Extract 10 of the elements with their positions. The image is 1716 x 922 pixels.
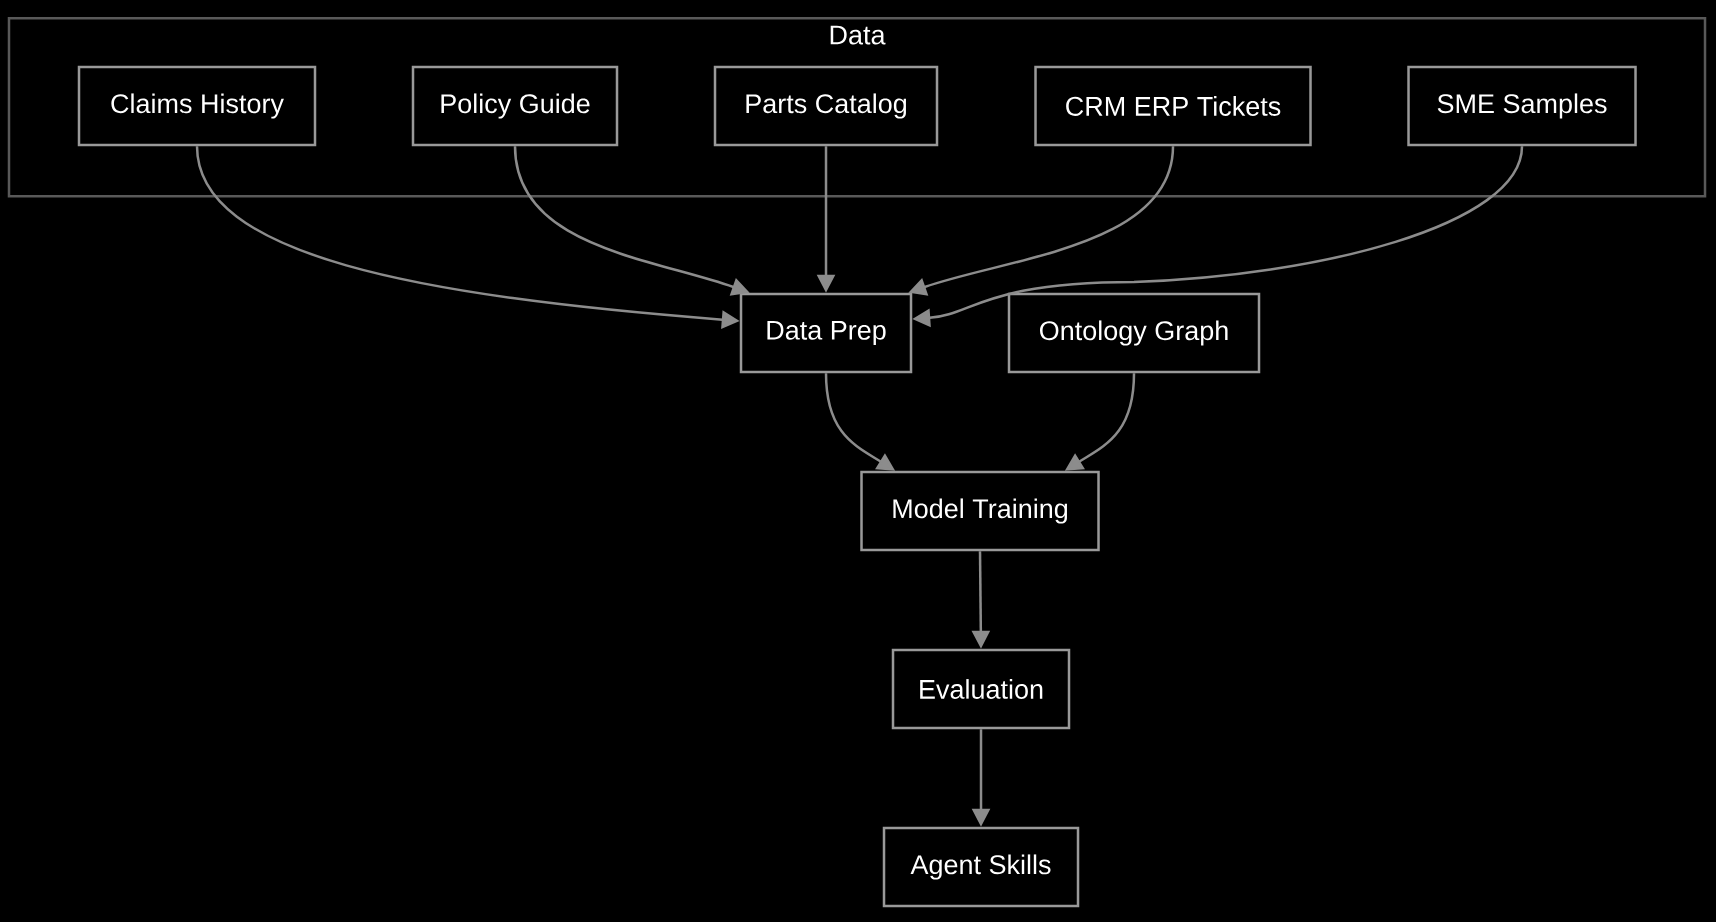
process-box: Data Prep [739, 292, 913, 374]
process-box: Agent Skills [882, 826, 1080, 908]
process-box: Claims History [77, 65, 317, 147]
process-box: Model Training [860, 470, 1100, 552]
process-box: Ontology Graph [1007, 292, 1261, 374]
process-box: SME Samples [1407, 65, 1637, 147]
process-box: Evaluation [891, 648, 1071, 730]
process-box: Policy Guide [411, 65, 619, 147]
process-box: CRM ERP Tickets [1034, 65, 1312, 147]
process-box: Parts Catalog [713, 65, 939, 147]
